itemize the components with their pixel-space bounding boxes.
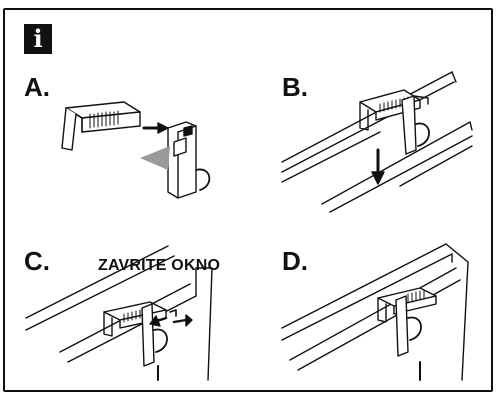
window-frame-d bbox=[281, 243, 469, 381]
insert-arrow bbox=[142, 122, 169, 134]
bracket-mounted-b bbox=[359, 89, 430, 155]
step-b-label: B. bbox=[282, 72, 308, 102]
press-down-arrow bbox=[371, 148, 385, 185]
bracket-mounted-d bbox=[377, 287, 437, 381]
mounting-shadow bbox=[140, 146, 170, 170]
step-a-illustration bbox=[61, 101, 211, 199]
step-d-illustration bbox=[281, 243, 469, 381]
step-c-label: C. bbox=[24, 246, 50, 276]
bracket-slider-arm bbox=[61, 101, 141, 151]
bracket-clip-body bbox=[167, 121, 211, 199]
instruction-frame bbox=[3, 8, 493, 392]
step-a-label: A. bbox=[24, 72, 50, 102]
bracket-mounted-c bbox=[103, 301, 168, 381]
step-d-label: D. bbox=[282, 246, 308, 276]
step-b-illustration bbox=[281, 71, 473, 213]
tighten-arrows bbox=[149, 309, 193, 327]
step-c-illustration bbox=[25, 245, 213, 381]
window-frame-b bbox=[281, 71, 473, 213]
info-icon: i bbox=[24, 24, 52, 54]
step-c-caption: ZAVRITE OKNO bbox=[98, 257, 221, 274]
window-frame-c bbox=[25, 245, 213, 381]
